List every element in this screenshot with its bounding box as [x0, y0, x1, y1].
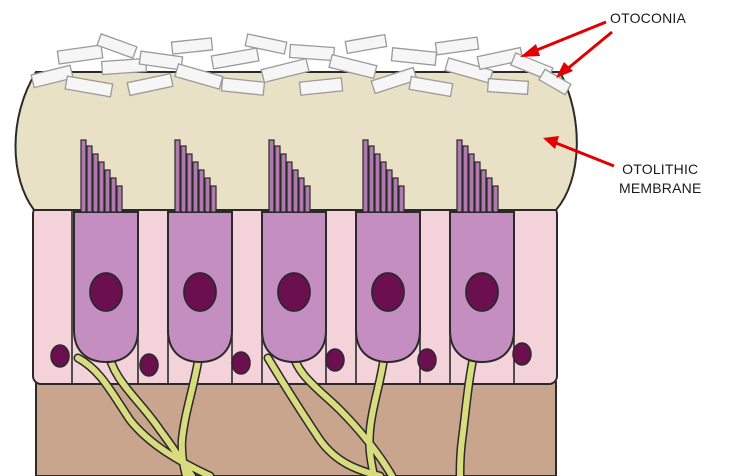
otolithic-membrane-label-line2: MEMBRANE: [619, 179, 702, 198]
otoconia-arrow-1-head: [520, 44, 540, 57]
otoconia-arrow-2: [566, 32, 612, 70]
otolithic-membrane-label-line1: OTOLITHIC: [619, 160, 702, 179]
otoconia-crystals: [31, 34, 571, 97]
otolithic-membrane-label: OTOLITHIC MEMBRANE: [619, 160, 702, 198]
otoconia-label: OTOCONIA: [610, 9, 686, 28]
